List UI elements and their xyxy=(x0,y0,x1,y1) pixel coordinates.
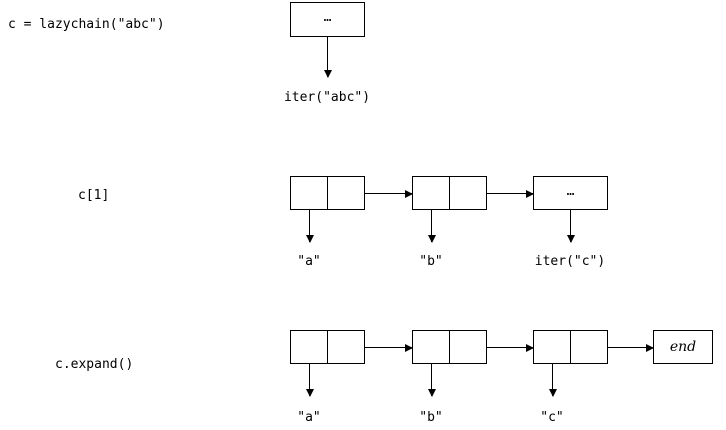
arrow-right-row3-0 xyxy=(365,344,413,352)
node-cell-ellipsis: … xyxy=(323,10,332,25)
arrow-down-row1 xyxy=(324,37,332,78)
arrow-down-row2-1 xyxy=(428,210,436,243)
node-cell-value xyxy=(291,177,328,209)
node-row3-2[interactable] xyxy=(533,330,608,364)
row-label-expand: c.expand() xyxy=(55,357,134,372)
arrow-right-row2-0 xyxy=(365,190,413,198)
arrow-down-row3-1 xyxy=(428,364,436,397)
node-row1-head[interactable]: … xyxy=(290,2,365,37)
arrow-right-row3-1 xyxy=(487,344,534,352)
arrow-down-row2-0 xyxy=(306,210,314,243)
node-cell-value xyxy=(534,331,571,363)
arrow-right-row3-2 xyxy=(608,344,654,352)
node-row3-0[interactable] xyxy=(290,330,365,364)
node-cell-value xyxy=(413,177,450,209)
node-row2-2-lazy-tail[interactable]: … xyxy=(533,176,608,210)
arrow-down-row3-0 xyxy=(306,364,314,397)
node-cell-end-label: end xyxy=(669,339,697,355)
row-label-lazychain: c = lazychain("abc") xyxy=(8,17,165,32)
value-label-row2-2: iter("c") xyxy=(534,254,606,269)
node-cell-value xyxy=(413,331,450,363)
arrow-down-row3-2 xyxy=(549,364,557,397)
node-cell-next xyxy=(328,331,365,363)
node-cell-value xyxy=(291,331,328,363)
node-row2-0[interactable] xyxy=(290,176,365,210)
node-cell-next xyxy=(450,331,487,363)
node-cell-ellipsis: … xyxy=(566,183,575,199)
value-label-row3-2: "c" xyxy=(540,410,564,425)
value-label-row1-iter: iter("abc") xyxy=(283,90,371,105)
value-label-row3-0: "a" xyxy=(297,410,321,425)
node-row3-1[interactable] xyxy=(412,330,487,364)
arrow-right-row2-1 xyxy=(487,190,534,198)
arrow-down-row2-2 xyxy=(567,210,575,243)
row-label-index: c[1] xyxy=(78,188,110,203)
value-label-row3-1: "b" xyxy=(419,410,443,425)
node-cell-next xyxy=(328,177,365,209)
node-row2-1[interactable] xyxy=(412,176,487,210)
value-label-row2-1: "b" xyxy=(419,254,443,269)
node-cell-next xyxy=(571,331,608,363)
node-cell-next xyxy=(450,177,487,209)
value-label-row2-0: "a" xyxy=(297,254,321,269)
node-row3-end[interactable]: end xyxy=(653,330,713,364)
